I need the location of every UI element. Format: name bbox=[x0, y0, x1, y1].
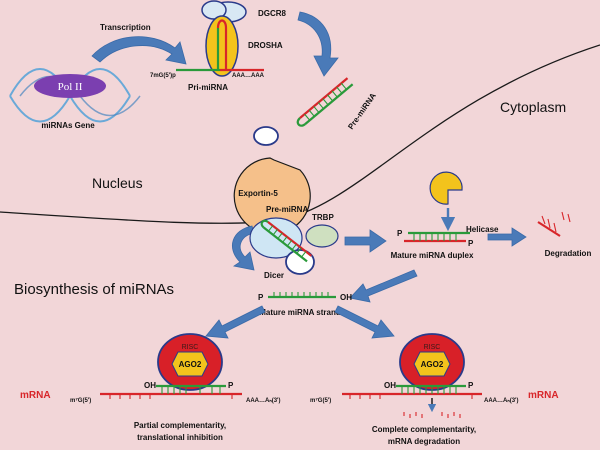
mrna-right-label: mRNA bbox=[528, 390, 559, 401]
transcription-label: Transcription bbox=[100, 23, 151, 32]
to-right-risc-arrow bbox=[334, 305, 395, 339]
dgcr8-label: DGCR8 bbox=[258, 9, 287, 18]
mrna-left-label: mRNA bbox=[20, 390, 51, 401]
microprocessor-complex bbox=[201, 0, 247, 77]
mrna-right-cap: m⁷G(5') bbox=[310, 398, 331, 404]
mrna-right-polya: AAA…Aₙ(3') bbox=[484, 398, 518, 404]
transcription-arrow bbox=[91, 36, 187, 65]
risc-right-label: RISC bbox=[424, 344, 441, 351]
mrna-fragments bbox=[403, 412, 461, 418]
degradation-label: Degradation bbox=[545, 249, 592, 258]
mrna-left-polya: AAA…Aₙ(3') bbox=[246, 398, 280, 404]
nucleus-label: Nucleus bbox=[92, 175, 143, 191]
mrna-left bbox=[100, 384, 242, 399]
partial-line1: Partial complementarity, bbox=[134, 421, 226, 430]
exportin-bound-rna bbox=[253, 126, 279, 146]
partial-line2: translational inhibition bbox=[137, 433, 223, 442]
ago2-right bbox=[413, 351, 451, 377]
degraded-strand bbox=[537, 211, 571, 237]
mirna-gene-label: miRNAs Gene bbox=[41, 121, 95, 130]
trbp-label: TRBP bbox=[312, 213, 334, 222]
strand-oh-label: OH bbox=[340, 293, 352, 302]
pri-mirna-label: Pri-miRNA bbox=[188, 83, 228, 92]
export-arrow bbox=[231, 225, 255, 271]
left-oh-label: OH bbox=[144, 381, 156, 390]
duplex-p-right: P bbox=[468, 239, 474, 248]
ago2-left bbox=[171, 351, 209, 377]
right-p-label: P bbox=[468, 381, 474, 390]
ago2-right-label: AGO2 bbox=[421, 360, 444, 369]
pol2-label: Pol II bbox=[58, 81, 83, 93]
drosha-label: DROSHA bbox=[248, 41, 283, 50]
complete-line2: mRNA degradation bbox=[388, 437, 460, 446]
right-oh-label: OH bbox=[384, 381, 396, 390]
helicase-label: Helicase bbox=[466, 225, 499, 234]
dicer-label: Dicer bbox=[264, 271, 284, 280]
exportin-label: Exportin-5 bbox=[238, 189, 278, 198]
duplex-p-left: P bbox=[397, 229, 403, 238]
left-p-label: P bbox=[228, 381, 234, 390]
mature-mirna-duplex bbox=[404, 231, 470, 243]
pri-polya-label: AAA…AAA bbox=[232, 73, 265, 79]
pre-mirna-cytoplasm bbox=[260, 219, 313, 263]
pre-mirna-cyt-label: Pre-miRNA bbox=[266, 205, 308, 214]
pre-mirna-nucleus bbox=[296, 77, 354, 127]
mrna-right bbox=[342, 384, 482, 399]
pol2-enzyme bbox=[34, 74, 106, 98]
pri-cap-label: 7mG(5')p bbox=[150, 73, 176, 79]
mature-mirna-strand bbox=[268, 292, 336, 299]
biosynthesis-title: Biosynthesis of miRNAs bbox=[14, 281, 174, 298]
strand-p-label: P bbox=[258, 293, 264, 302]
pre-mirna-nucleus-label: Pre-miRNA bbox=[346, 91, 378, 131]
complete-line1: Complete complementarity, bbox=[372, 425, 476, 434]
helicase bbox=[429, 171, 463, 205]
ago2-left-label: AGO2 bbox=[179, 360, 202, 369]
dicer-to-duplex-arrow bbox=[344, 229, 387, 253]
mrna-left-cap: m⁷G(5') bbox=[70, 398, 91, 404]
duplex-to-strand-arrow bbox=[349, 269, 418, 303]
degradation-arrow bbox=[487, 227, 527, 247]
risc-left-label: RISC bbox=[182, 344, 199, 351]
cytoplasm-label: Cytoplasm bbox=[500, 99, 566, 115]
processing-arrow bbox=[297, 11, 339, 77]
trbp bbox=[305, 224, 339, 248]
to-left-risc-arrow bbox=[205, 305, 266, 339]
mature-strand-label: Mature miRNA strand bbox=[259, 308, 341, 317]
mature-duplex-label: Mature miRNA duplex bbox=[391, 251, 474, 260]
pri-mirna-hairpin bbox=[176, 19, 264, 72]
